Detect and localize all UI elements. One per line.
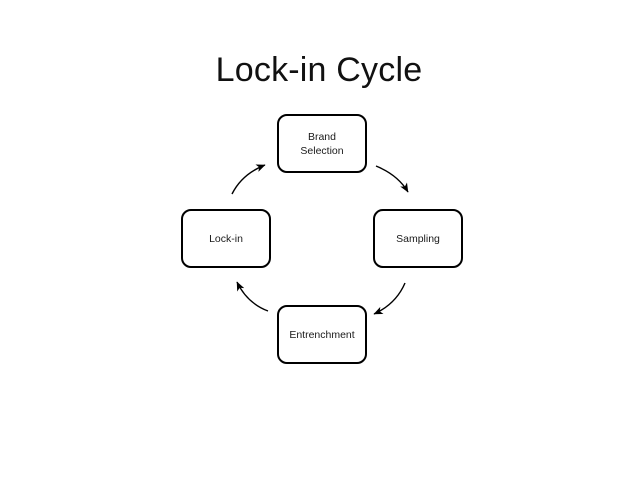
page-title: Lock-in Cycle [215, 51, 423, 89]
cycle-node-label: Lock-in [209, 232, 243, 245]
cycle-node-label: Entrenchment [289, 328, 355, 341]
arrow-entrenchment-to-lock-in [236, 281, 269, 312]
cycle-node-label: Brand Selection [300, 130, 344, 157]
cycle-node-entrenchment[interactable]: Entrenchment [277, 305, 367, 364]
cycle-node-brand-selection[interactable]: Brand Selection [277, 114, 367, 173]
arrow-lock-in-to-brand-selection [231, 164, 266, 195]
cycle-node-sampling[interactable]: Sampling [373, 209, 463, 268]
cycle-node-lock-in[interactable]: Lock-in [181, 209, 271, 268]
arrow-sampling-to-entrenchment [373, 282, 406, 315]
cycle-node-label: Sampling [396, 232, 440, 245]
arrow-brand-selection-to-sampling [375, 165, 409, 193]
